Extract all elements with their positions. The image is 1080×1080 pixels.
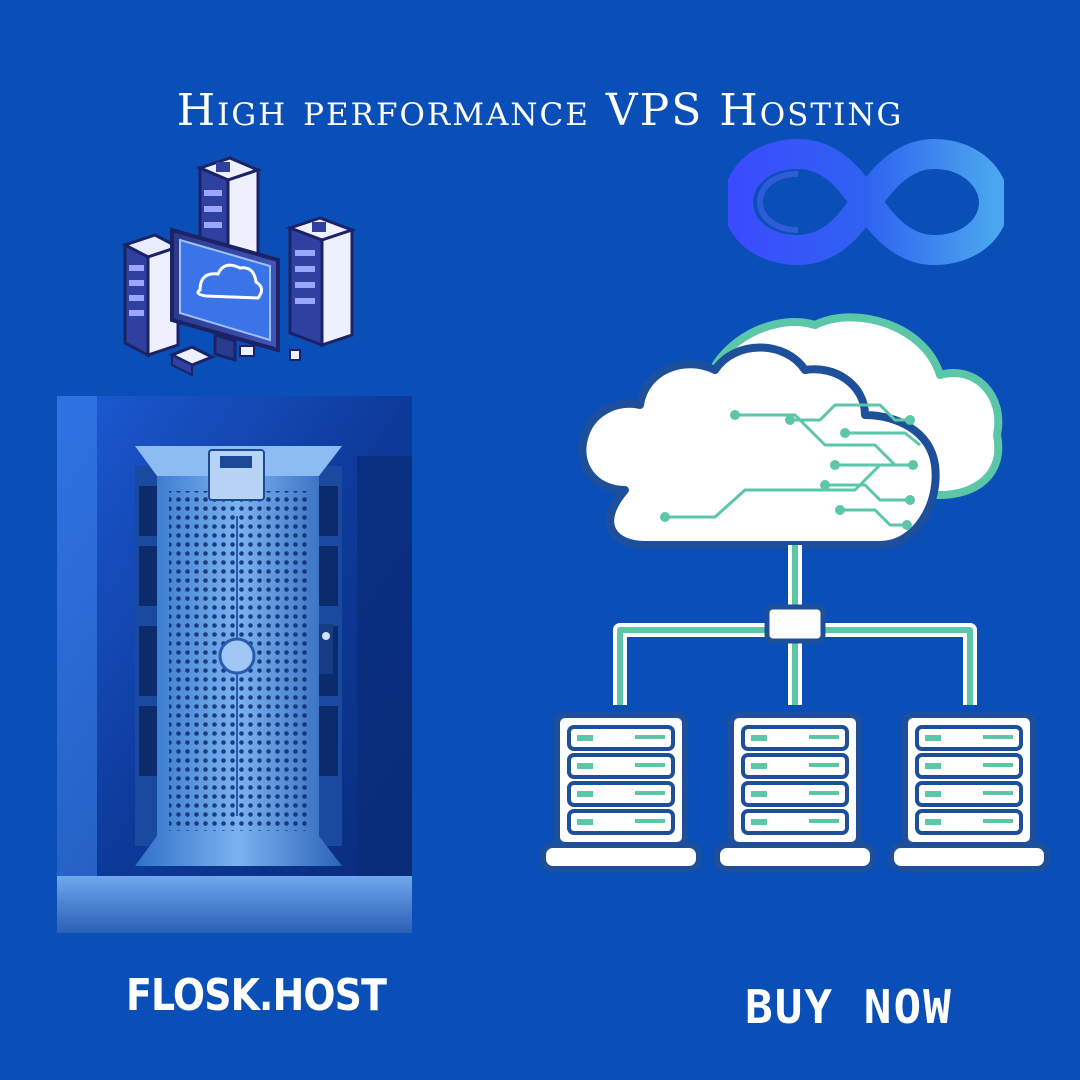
brand-name: FLOSK.HOST [126,970,387,1021]
server-right-icon [285,216,357,348]
server-stack-1-icon [540,712,702,872]
cloud-servers-isometric-icon [121,156,357,377]
page-title: High performance VPS Hosting [176,85,904,137]
hub-icon [764,604,826,644]
buy-now-button[interactable]: BUY NOW [745,980,953,1034]
cloud-network-diagram-icon [540,313,1050,872]
device-icon [239,345,255,357]
infinity-logo-icon [728,139,1004,265]
server-tower-photo [57,396,412,933]
server-stack-3-icon [888,712,1050,872]
cloud-front-icon [578,343,940,549]
server-stack-2-icon [714,712,876,872]
monitor-icon [170,227,280,363]
